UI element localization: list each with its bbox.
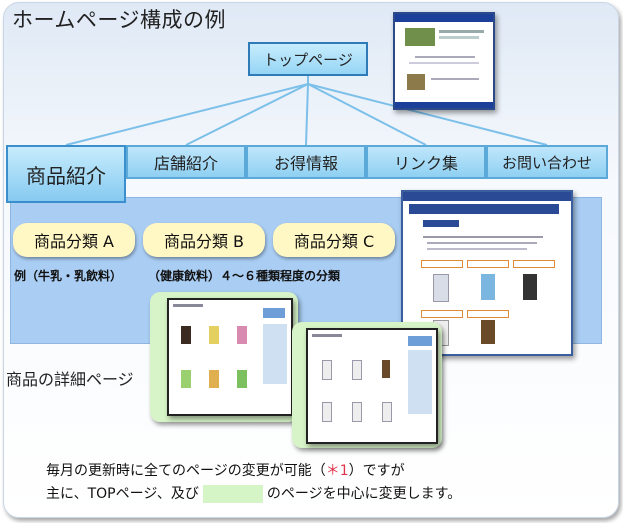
bottom-note-line-1: 毎月の更新時に全てのページの変更が可能（＊1）ですが [46, 460, 405, 480]
category-a-pill: 商品分類 A [13, 223, 135, 257]
category-c-pill: 商品分類 C [273, 223, 395, 257]
category-b-pill: 商品分類 B [143, 223, 265, 257]
top-page-box: トップページ [248, 42, 368, 76]
top-page-thumbnail [393, 12, 495, 110]
bottom-note-line-2: 主に、TOPページ、及び のページを中心に変更します。 [46, 483, 461, 503]
tab-deals: お得情報 [246, 145, 366, 179]
tab-products: 商品紹介 [6, 145, 126, 203]
detail-page-label: 商品の詳細ページ [6, 370, 134, 389]
tab-links: リンク集 [366, 145, 486, 179]
footnote-ref: ＊1 [325, 463, 349, 479]
green-highlight-swatch [202, 485, 263, 503]
page-title: ホームページ構成の例 [12, 8, 226, 32]
connector-lines [65, 76, 548, 146]
bottom-note-2-after: のページを中心に変更します。 [266, 486, 462, 502]
category-note-example: 例（牛乳・乳飲料） [14, 269, 123, 283]
bottom-note-1-after: ）ですが [348, 463, 405, 479]
detail-page-thumbnail-1 [167, 298, 293, 416]
category-note-health: （健康飲料）４～６種類程度の分類 [148, 269, 341, 283]
tab-contact: お問い合わせ [486, 145, 608, 179]
category-page-thumbnail [401, 190, 573, 356]
detail-page-thumbnail-2 [306, 328, 438, 444]
bottom-note-1-before: 毎月の更新時に全てのページの変更が可能（ [46, 463, 326, 479]
tab-stores: 店舗紹介 [126, 145, 246, 179]
bottom-note-2-before: 主に、TOPページ、及び [46, 486, 199, 502]
